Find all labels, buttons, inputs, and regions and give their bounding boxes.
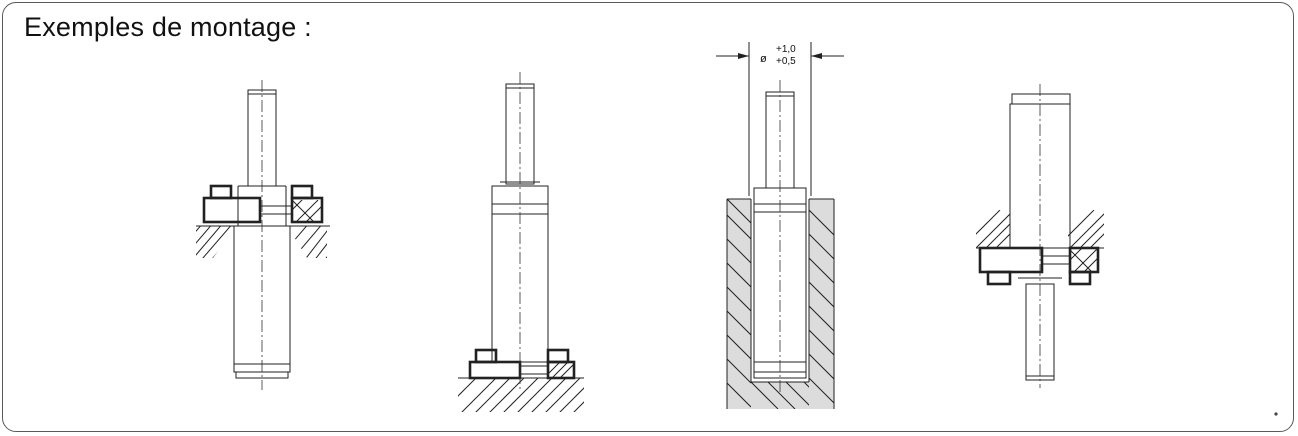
example-1-hatch-left xyxy=(196,226,232,258)
example-1-flange-left xyxy=(202,196,262,224)
corner-mark xyxy=(1274,412,1278,416)
example-1-hatch-right xyxy=(291,226,327,258)
example-3-hatch-left xyxy=(727,199,751,408)
example-1-flange-mount-top xyxy=(196,80,330,390)
example-2-flange-left xyxy=(468,360,522,380)
example-3-hatch-right xyxy=(809,209,834,404)
diameter-symbol: ø xyxy=(760,53,767,65)
diagram-title: Exemples de montage : xyxy=(24,12,312,42)
example-2-hatch xyxy=(458,378,584,412)
example-3-bore-mount: ø +1,0 +0,5 xyxy=(716,42,844,409)
example-2-flange-mount-bottom xyxy=(458,72,584,412)
tolerance-lower: +0,5 xyxy=(776,56,796,67)
example-4-hatch-right xyxy=(1068,210,1104,248)
bore-diameter-dimension: ø +1,0 +0,5 xyxy=(716,42,844,196)
example-4-hatch-left xyxy=(976,210,1010,248)
example-3-hatch-bottom xyxy=(751,382,809,409)
example-4-flange-left xyxy=(978,246,1044,274)
example-4-cylinder-head xyxy=(1011,93,1071,105)
tolerance-upper: +1,0 xyxy=(776,44,796,55)
example-4-flange-mount-underside xyxy=(976,84,1104,388)
